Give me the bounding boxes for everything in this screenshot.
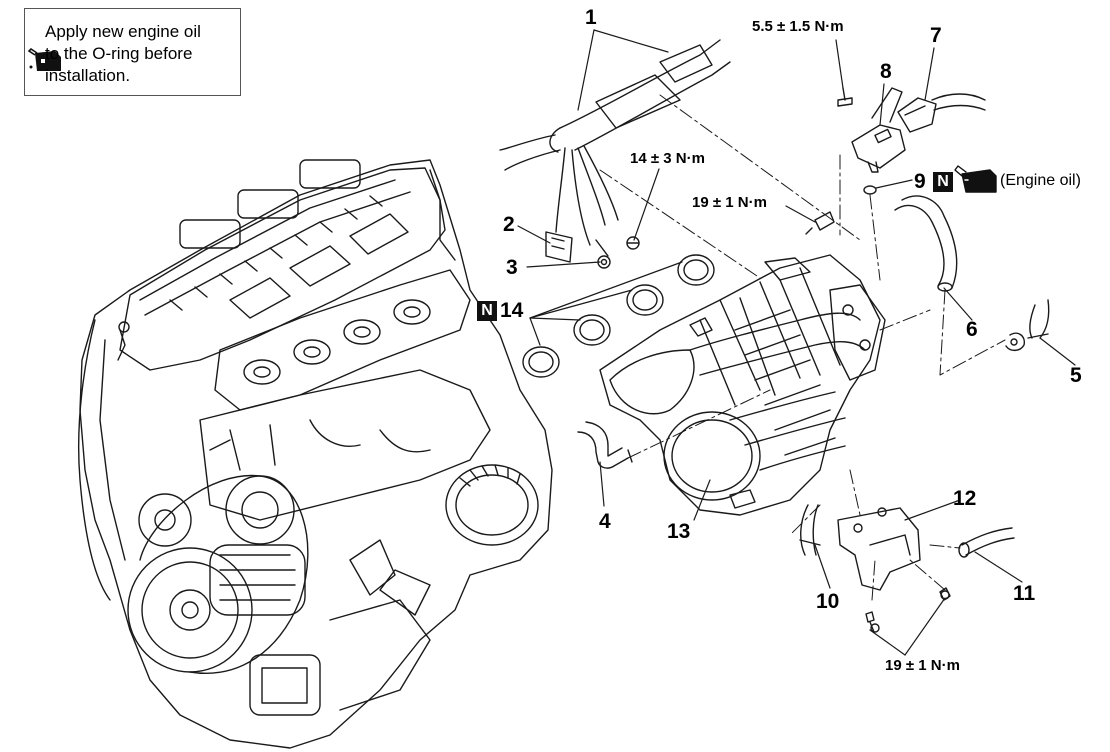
note-line: Apply new engine oil [45,22,201,41]
wiring-harness [499,39,731,269]
note-line: installation. [45,66,131,85]
new-part-badge: N [933,172,953,192]
o-ring-9 [863,185,877,195]
callout-14: 14 [500,299,524,322]
torque-spec: 5.5 ± 1.5 N·m [752,18,844,35]
hose-11 [958,527,1015,558]
callout-4: 4 [599,510,611,533]
intake-manifold [599,254,886,516]
hose-6 [894,195,958,292]
hose-4 [577,421,633,469]
instruction-note: Apply new engine oil to the O-ring befor… [24,8,241,96]
callout-2: 2 [503,213,515,236]
callout-9: 9 [914,170,926,193]
oil-can-icon [954,165,997,193]
torque-spec: 19 ± 1 N·m [692,194,767,211]
note-text: Apply new engine oil to the O-ring befor… [45,21,235,87]
callout-7: 7 [930,24,942,47]
map-sensor [837,87,906,173]
callout-10: 10 [816,590,840,613]
o-rings [522,254,715,378]
new-part-badge: N [477,301,497,321]
hose-5 [1005,299,1050,352]
leader-lines [517,29,1076,656]
sensor-connector [897,93,986,133]
torque-spec: 14 ± 3 N·m [630,150,705,167]
callout-8: 8 [880,60,892,83]
callout-6: 6 [966,318,978,341]
callout-3: 3 [506,256,518,279]
bracket-12 [837,507,921,591]
engine-block [78,159,553,749]
callout-13: 13 [667,520,691,543]
callout-5: 5 [1070,364,1082,387]
torque-spec: 19 ± 1 N·m [885,657,960,674]
dashed-assembly-lines [599,94,1006,601]
callout-1: 1 [585,6,597,29]
clip-10 [799,504,821,556]
callout-11: 11 [1013,582,1036,605]
engine-oil-label: (Engine oil) [1000,172,1081,189]
callout-12: 12 [953,487,977,510]
oil-can-icon [27,47,61,71]
note-line: to the O-ring before [45,44,193,63]
